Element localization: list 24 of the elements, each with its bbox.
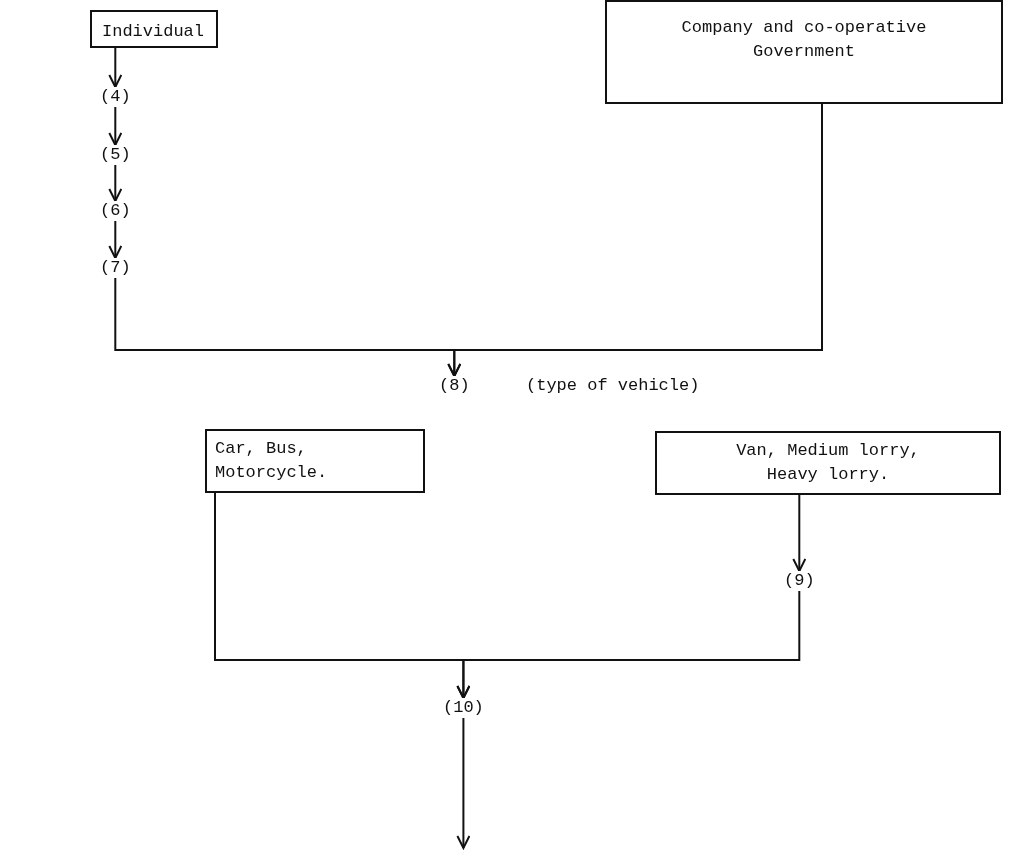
arrow bbox=[108, 220, 123, 259]
process-box bbox=[655, 431, 1001, 495]
step-number: (10) bbox=[443, 698, 484, 718]
node-note: (type of vehicle) bbox=[526, 376, 700, 396]
arrow bbox=[456, 590, 801, 699]
arrow bbox=[447, 103, 823, 377]
step-number: (4) bbox=[100, 87, 131, 107]
box-label: Car, Bus, Motorcycle. bbox=[215, 438, 329, 484]
arrow bbox=[108, 106, 123, 146]
step-number: (6) bbox=[100, 201, 131, 221]
box-label: Individual bbox=[102, 21, 206, 43]
arrow bbox=[792, 494, 807, 572]
arrow bbox=[108, 47, 123, 88]
process-box bbox=[605, 0, 1003, 104]
step-number: (7) bbox=[100, 258, 131, 278]
arrow bbox=[108, 164, 123, 202]
arrow bbox=[456, 717, 471, 849]
step-number: (9) bbox=[784, 571, 815, 591]
box-label: Van, Medium lorry, Heavy lorry. bbox=[735, 440, 921, 486]
step-number: (8) bbox=[439, 376, 470, 396]
process-box bbox=[205, 429, 425, 493]
step-number: (5) bbox=[100, 145, 131, 165]
process-box bbox=[90, 10, 218, 48]
box-label: Company and co-operative Government bbox=[680, 17, 928, 63]
